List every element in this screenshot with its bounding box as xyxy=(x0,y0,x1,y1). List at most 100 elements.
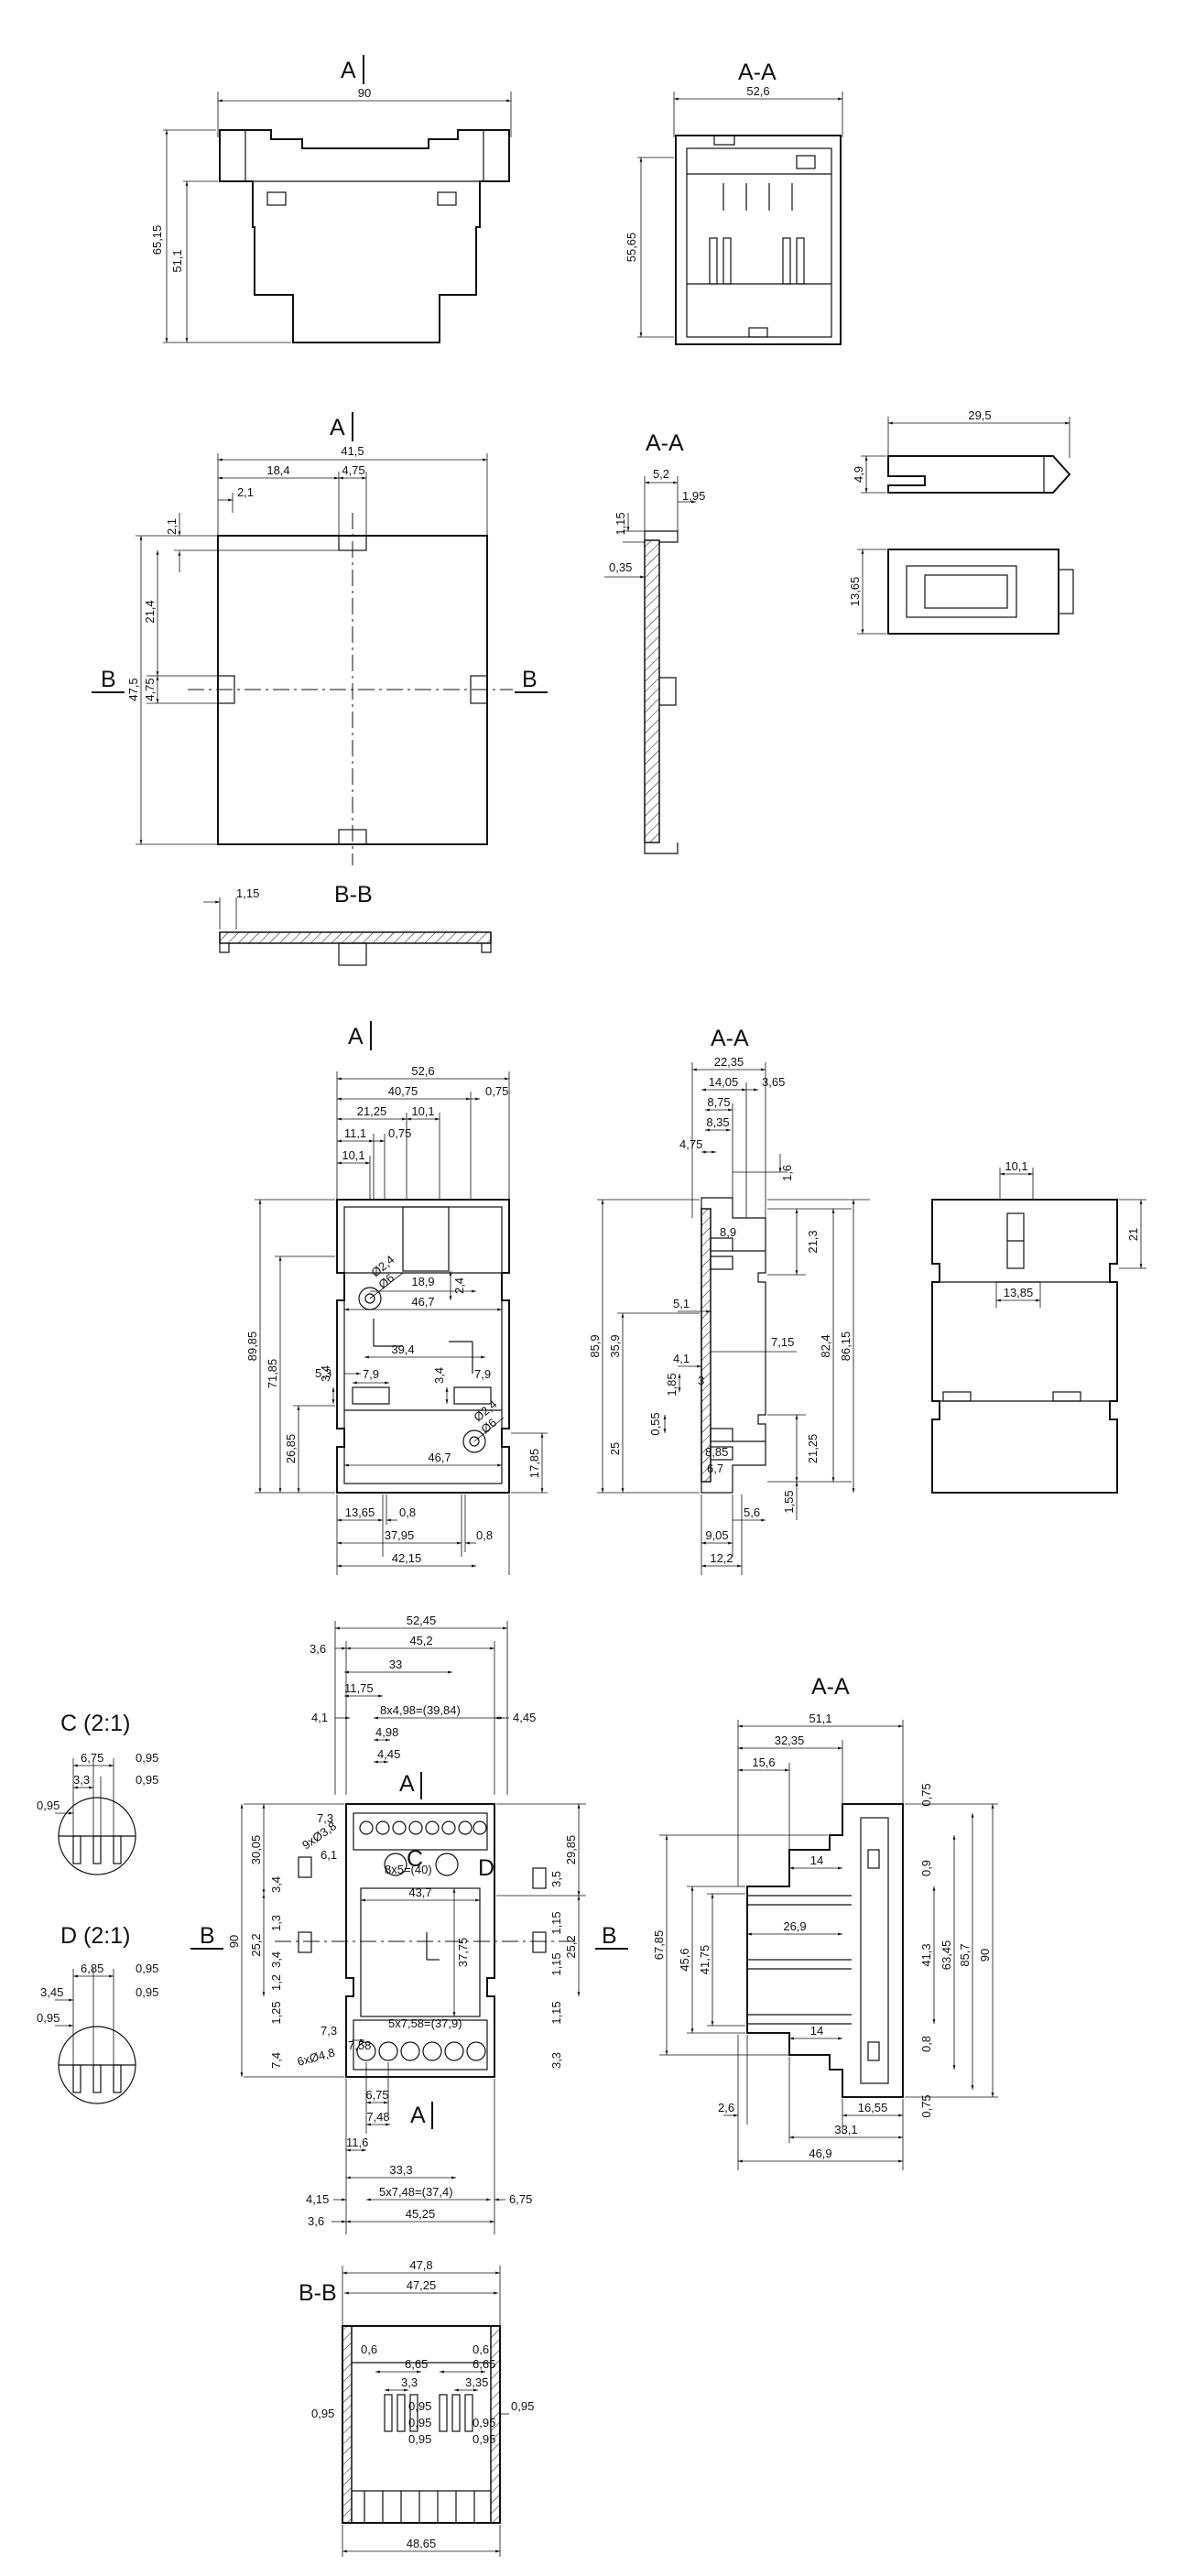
dim-pitch-top: 8x4,98=(39,84) xyxy=(380,1703,461,1717)
dim-d-c: 3,45 xyxy=(40,1985,63,1999)
view4-front: 52,45 45,2 3,6 33 11,75 8x4,98=(39,84) 4… xyxy=(190,1614,628,2234)
dim-h-mid: 71,85 xyxy=(266,1359,279,1389)
view1-section: A-A 52,6 55,65 xyxy=(625,60,843,345)
view4-detail-c: C (2:1) 6,75 0,95 3,3 0,95 0,95 xyxy=(37,1711,158,1875)
dim-d-e: 0,95 xyxy=(37,2011,60,2025)
dim-sec-g: 0,9 xyxy=(919,1860,933,1876)
dim-l-h: 7,4 xyxy=(269,2052,283,2069)
dim-sec-o: 45,6 xyxy=(678,1948,691,1971)
view2-section-bb: B-B 1,15 xyxy=(203,882,492,966)
dim-bb-w-a: 47,25 xyxy=(407,2278,437,2292)
dim-d-b: 0,95 xyxy=(136,1962,158,1975)
dim-h-right: 17,85 xyxy=(527,1449,541,1479)
dim-sec-t: 46,9 xyxy=(809,2147,831,2160)
dim-d-o: 46,7 xyxy=(428,1451,451,1464)
dim-bb-f: 3,35 xyxy=(465,2375,488,2389)
dim-bb-w-total: 47,8 xyxy=(409,2258,432,2272)
dim-sec-j: 7,15 xyxy=(771,1335,794,1349)
dim-b-c: 37,95 xyxy=(385,1528,415,1542)
dim-sec-d: 8,35 xyxy=(706,1115,729,1129)
dim-sec-n: 67,85 xyxy=(652,1930,666,1961)
dim-sec-l: 0,8 xyxy=(919,2036,933,2052)
dim-bb-c: 6,65 xyxy=(405,2357,428,2371)
dim-sec-a: 14,05 xyxy=(709,1075,739,1089)
dim-sec-e: 14 xyxy=(810,2024,823,2038)
dim-sec-h-low: 25 xyxy=(608,1442,622,1455)
dim-sec-d: 26,9 xyxy=(783,1919,806,1933)
dim-b-i: 45,25 xyxy=(406,2207,436,2221)
label-b-right: B xyxy=(602,1923,617,1949)
dim-sec-q: 21,25 xyxy=(806,1434,820,1464)
dim-sec-k: 4,1 xyxy=(673,1352,690,1365)
dim-bb-j: 0,95 xyxy=(473,2416,495,2429)
dim-w-b: 3,6 xyxy=(310,1642,326,1656)
dim-cover-width: 41,5 xyxy=(341,444,364,458)
dim-sec-t: 9,05 xyxy=(705,1528,728,1542)
dim-sec-h: 21,3 xyxy=(806,1230,820,1253)
label-aa: A-A xyxy=(811,1674,850,1700)
dim-inner-w: 43,7 xyxy=(408,1886,431,1899)
dim-sec-m: 0,75 xyxy=(919,2094,933,2117)
dim-sec-wall: 0,35 xyxy=(609,560,632,574)
view4-detail-d: D (2:1) 6,85 0,95 3,45 0,95 0,95 xyxy=(37,1923,158,2104)
label-a: A xyxy=(399,1771,415,1797)
dim-sec-top-a: 5,2 xyxy=(653,467,669,481)
dim-latch-thickness: 4,9 xyxy=(852,466,865,483)
dim-latch-height: 13,65 xyxy=(848,577,862,607)
dim-w-d: 11,75 xyxy=(344,1681,374,1695)
dim-c-b: 0,95 xyxy=(136,1751,158,1765)
dim-r-i: 3,3 xyxy=(549,2052,563,2069)
label-a: A xyxy=(348,1024,364,1049)
view3-front: A 52,6 40,75 0,75 21,25 10,1 11,1 0,75 1… xyxy=(245,1021,548,1575)
dim-sec-w-top: 22,35 xyxy=(714,1055,744,1069)
dim-d-d: 0,75 xyxy=(388,1126,411,1140)
dim-sec-f: 0,75 xyxy=(919,1783,933,1806)
dim-pitch-bot2: 5x7,48=(37,4) xyxy=(379,2185,453,2199)
dim-sec-e: 4,75 xyxy=(679,1137,702,1151)
bb-bottom-slots xyxy=(364,2491,475,2523)
label-c-detail: C (2:1) xyxy=(60,1711,130,1736)
dim-bb-k: 0,95 xyxy=(473,2432,495,2446)
dim-w-e: 4,1 xyxy=(311,1711,328,1724)
dim-holes-mid: 8x5=(40) xyxy=(385,1863,432,1876)
dim-sec-f: 1,6 xyxy=(780,1165,794,1181)
dim-b-j: 3,6 xyxy=(308,2214,324,2228)
view2-latch: 29,5 4,9 13,65 xyxy=(848,408,1074,635)
dim-inner-h: 37,75 xyxy=(456,1938,470,1968)
dim-sec-h: 41,3 xyxy=(919,1943,933,1966)
dim-w-c: 33 xyxy=(389,1658,402,1671)
dim-w-total: 52,45 xyxy=(407,1614,437,1627)
dim-l-f: 1,2 xyxy=(269,1974,283,1991)
dim-r-h: 1,15 xyxy=(549,2001,563,2024)
dim-d-n: 7,9 xyxy=(474,1367,491,1381)
dim-h-low: 26,85 xyxy=(284,1434,298,1464)
dim-w-g: 4,98 xyxy=(375,1725,398,1739)
dim-sec-h-right2: 86,15 xyxy=(839,1331,853,1362)
dim-section-width: 52,6 xyxy=(746,84,769,98)
dim-sec-top-b: 1,95 xyxy=(682,489,705,503)
view4-section: A-A 51,1 32,35 15,6 14 26,9 14 0,75 0,9 … xyxy=(652,1674,998,2170)
label-d-detail: D (2:1) xyxy=(60,1923,130,1949)
dim-cover-slot: 4,75 xyxy=(342,463,364,477)
dim-sec-p: 6,7 xyxy=(707,1462,723,1475)
terminal-row-bottom xyxy=(356,2041,486,2061)
dim-c-d: 0,95 xyxy=(136,1773,158,1787)
dim-sec-m: 1,85 xyxy=(665,1373,679,1396)
dim-sec-c: 8,75 xyxy=(707,1095,730,1109)
dim-sec-h-upper: 35,9 xyxy=(608,1334,622,1357)
label-d: D xyxy=(478,1855,494,1881)
view4-section-bb: B-B 47,8 47,25 0,6 0,6 6,65 6,65 3,3 3,3… xyxy=(299,2258,534,2557)
dim-sec-h-total: 85,9 xyxy=(588,1334,602,1357)
dim-l-c: 25,2 xyxy=(249,1933,263,1956)
dim-bb-lip: 1,15 xyxy=(236,886,259,900)
dim-l-d: 1,3 xyxy=(269,1915,283,1931)
dim-height-lower: 51,1 xyxy=(170,249,184,272)
dim-sec-r: 16,55 xyxy=(858,2101,888,2114)
dim-sec-c: 14 xyxy=(810,1853,823,1867)
dim-sec-i: 63,45 xyxy=(940,1940,953,1971)
dim-cover-tab: 4,75 xyxy=(143,678,157,701)
dim-bb-b: 0,6 xyxy=(473,2342,489,2356)
dim-bb-m: 0,95 xyxy=(311,2407,334,2420)
dim-d-c: 11,1 xyxy=(344,1126,366,1140)
dim-cover-edge-a: 2,1 xyxy=(237,485,254,499)
